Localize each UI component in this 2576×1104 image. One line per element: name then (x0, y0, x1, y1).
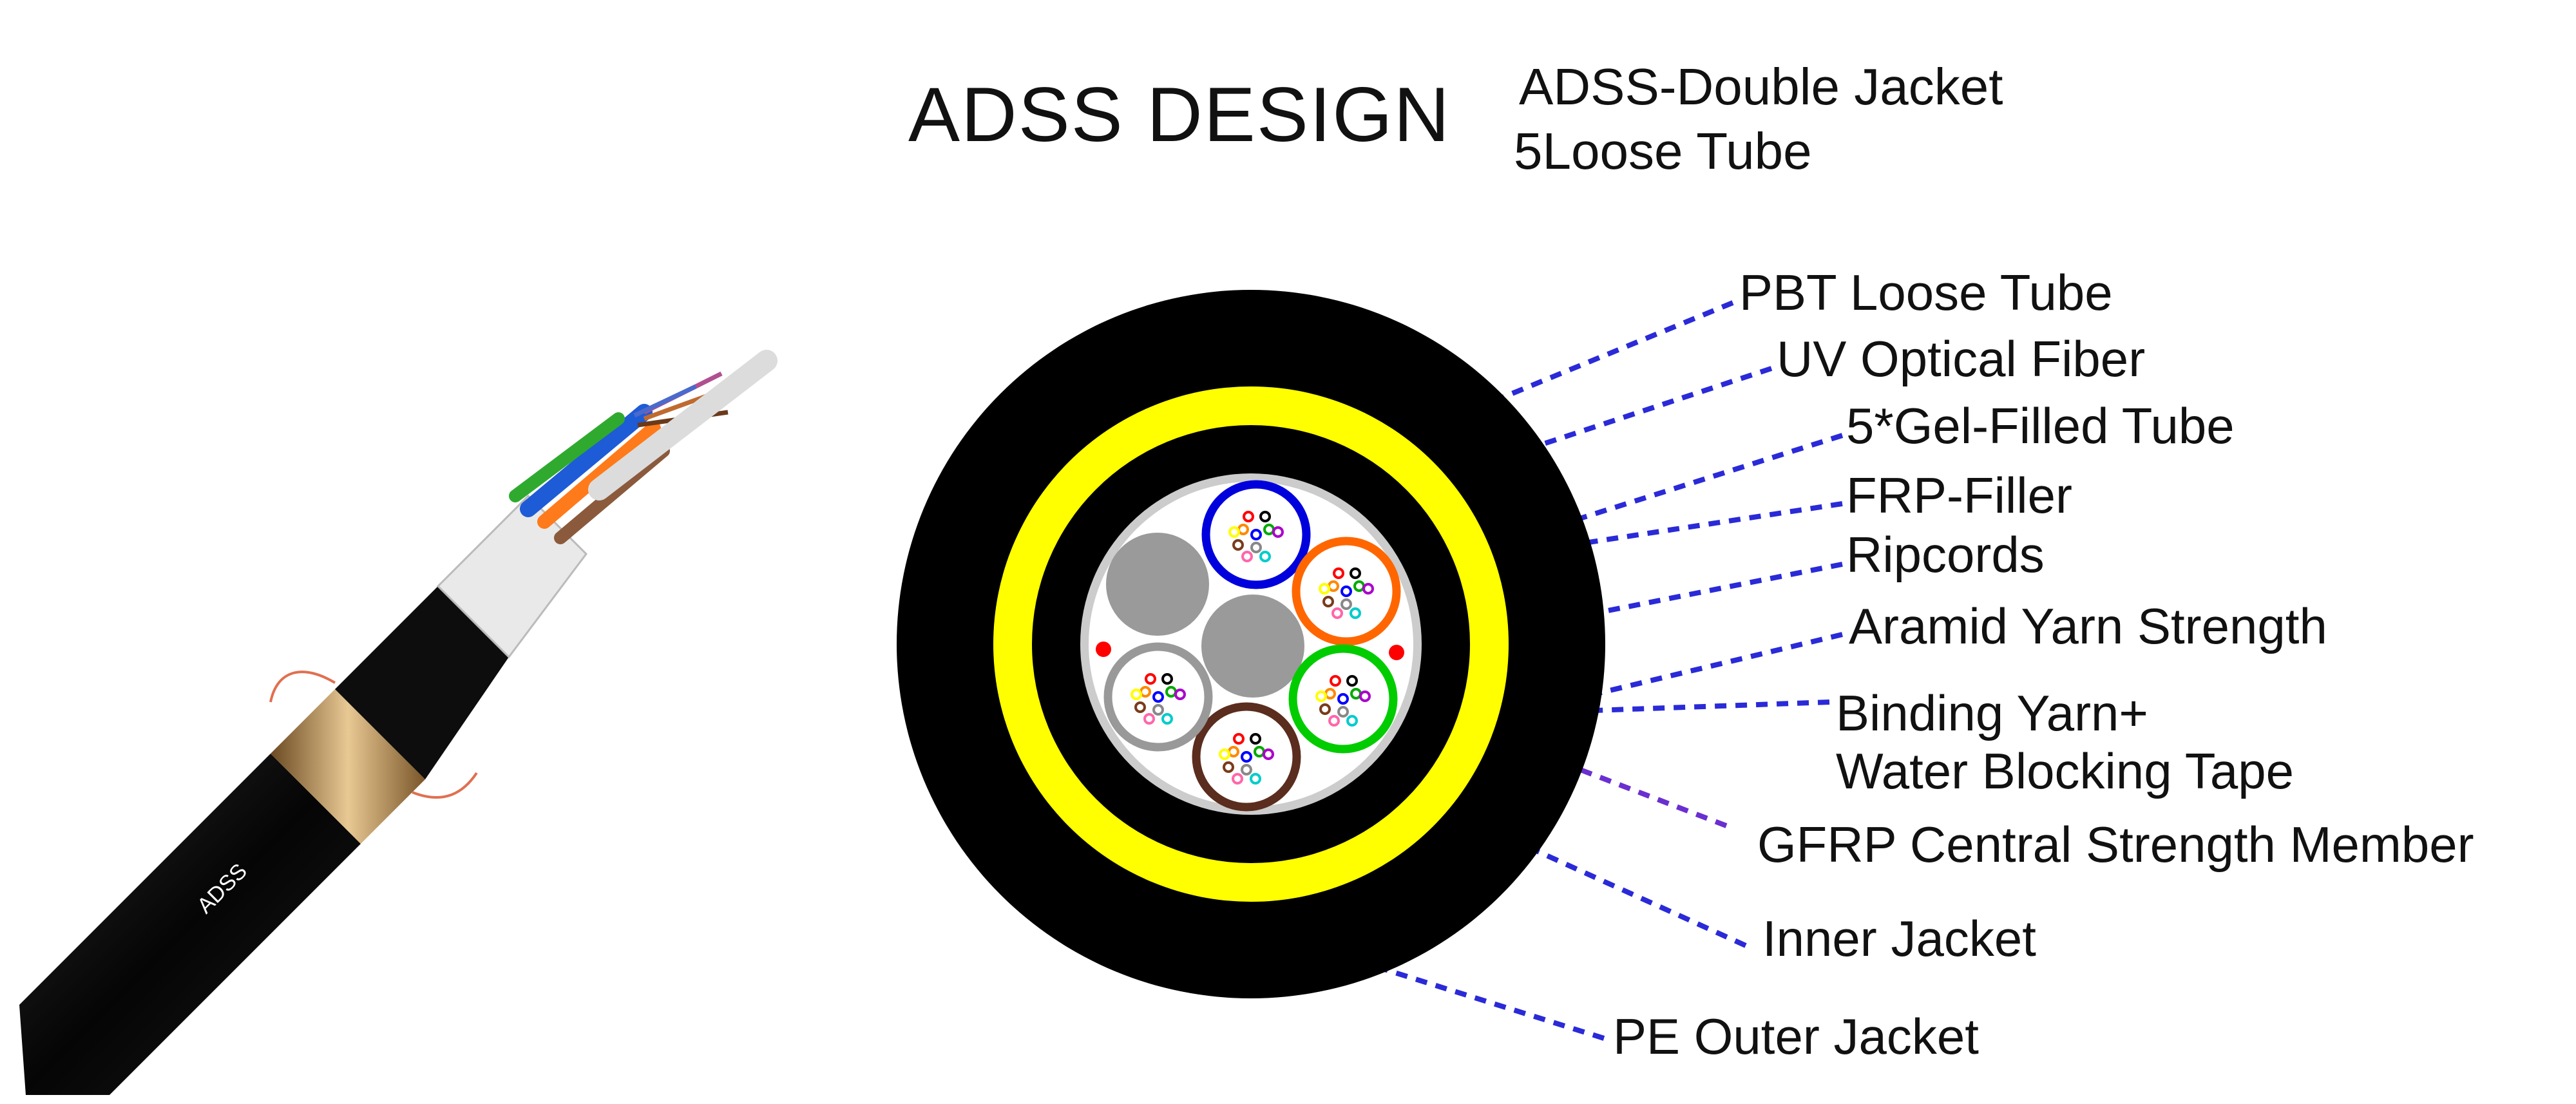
optical-fiber (1346, 675, 1358, 687)
optical-fiber (1322, 596, 1334, 607)
cable-outer-jacket (19, 754, 361, 1095)
optical-fiber (1355, 703, 1367, 715)
optical-fiber (1232, 773, 1243, 785)
diagram-subtitle-line1: ADSS-Double Jacket (1519, 58, 2003, 115)
label-uv-optical-fiber: UV Optical Fiber (1777, 330, 2146, 387)
optical-fiber (1145, 673, 1156, 685)
optical-fiber (1243, 511, 1254, 522)
optical-fiber (1333, 567, 1344, 579)
optical-fiber (1233, 733, 1245, 745)
label-pbt-loose-tube: PBT Loose Tube (1739, 264, 2113, 321)
optical-fiber (1131, 689, 1142, 700)
optical-fiber (1250, 733, 1261, 745)
cable-inner-jacket (335, 586, 509, 779)
diagram-title: ADSS DESIGN (908, 71, 1451, 158)
label-binding-yarn-line1: Binding Yarn+ (1836, 685, 2148, 741)
optical-fiber (1362, 583, 1374, 595)
label-ripcords: Ripcords (1846, 526, 2045, 583)
optical-fiber (1350, 607, 1361, 619)
optical-fiber (1353, 580, 1365, 592)
gel-filled-tubes (1103, 480, 1401, 812)
optical-fiber (1250, 773, 1261, 785)
optical-fiber (1223, 761, 1234, 773)
optical-fiber (1259, 511, 1271, 522)
optical-fiber (1324, 688, 1336, 700)
loose-tube-1 (1201, 480, 1311, 589)
optical-fiber (1315, 690, 1327, 702)
optical-fiber (1241, 551, 1253, 562)
optical-fiber (1134, 701, 1146, 713)
optical-fiber (1319, 703, 1331, 715)
optical-fiber (1319, 583, 1330, 595)
cable-photo: ADSS (19, 350, 778, 1095)
optical-fiber (1331, 607, 1343, 619)
optical-fiber (1152, 704, 1164, 716)
loose-tube-5 (1103, 642, 1213, 752)
optical-fiber (1254, 746, 1265, 757)
optical-fiber (1219, 748, 1230, 760)
optical-fiber (1350, 688, 1362, 700)
optical-fiber (1152, 691, 1164, 703)
optical-fiber (1272, 526, 1284, 538)
optical-fiber (1337, 706, 1349, 718)
gfrp-central-strength-member (1201, 595, 1304, 698)
optical-fiber (1330, 675, 1341, 687)
optical-fiber (1263, 524, 1275, 535)
optical-fiber (1161, 673, 1173, 685)
optical-fiber (1340, 585, 1352, 597)
optical-fiber (1165, 686, 1177, 698)
optical-fiber (1161, 713, 1173, 725)
optical-fiber (1170, 701, 1182, 713)
optical-fiber (1241, 764, 1252, 776)
optical-fiber (1359, 596, 1370, 607)
optical-fiber (1259, 551, 1271, 562)
loose-tube-3 (1288, 644, 1398, 754)
label-gel-filled-tube: 5*Gel-Filled Tube (1846, 397, 2235, 454)
optical-fiber (1140, 686, 1151, 698)
optical-fiber (1228, 526, 1240, 538)
label-aramid-yarn: Aramid Yarn Strength (1849, 598, 2327, 654)
cable-central-member (588, 350, 778, 500)
optical-fiber (1259, 761, 1270, 773)
optical-fiber (1268, 539, 1280, 551)
label-pe-outer-jacket: PE Outer Jacket (1613, 1008, 1979, 1065)
optical-fiber (1340, 598, 1352, 610)
loose-tube-2 (1292, 537, 1401, 646)
label-inner-jacket: Inner Jacket (1762, 910, 2036, 967)
loose-tube-4 (1192, 702, 1301, 812)
cable-water-blocking-tape (436, 494, 587, 659)
cable-aramid-yarn (271, 689, 425, 844)
label-frp-filler: FRP-Filler (1846, 467, 2072, 524)
optical-fiber (1263, 748, 1274, 760)
optical-fiber (1143, 713, 1155, 725)
optical-fiber (1250, 529, 1262, 540)
optical-fiber (1337, 693, 1349, 705)
optical-fiber (1228, 746, 1239, 757)
ripcord-right (1389, 645, 1404, 660)
optical-fiber (1174, 689, 1186, 700)
ripcord-left (1096, 642, 1111, 657)
optical-fiber (1237, 524, 1249, 535)
frp-filler (1106, 533, 1209, 636)
diagram-subtitle-line2: 5Loose Tube (1514, 122, 1812, 180)
optical-fiber (1241, 751, 1252, 763)
optical-fiber (1346, 715, 1358, 727)
optical-fiber (1328, 580, 1339, 592)
optical-fiber (1328, 715, 1340, 727)
optical-fiber (1232, 539, 1244, 551)
label-binding-yarn-line2: Water Blocking Tape (1836, 743, 2295, 799)
label-gfrp-member: GFRP Central Strength Member (1757, 816, 2474, 873)
optical-fiber (1359, 690, 1371, 702)
optical-fiber (1350, 567, 1361, 579)
optical-fiber (1250, 542, 1262, 553)
